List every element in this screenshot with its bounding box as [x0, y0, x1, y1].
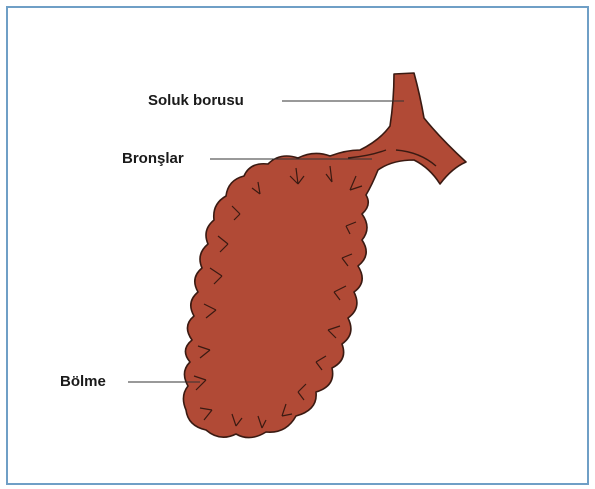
label-trachea: Soluk borusu — [148, 92, 244, 109]
lung-body — [183, 73, 466, 438]
label-septum: Bölme — [60, 373, 106, 390]
label-bronchi: Bronşlar — [122, 150, 184, 167]
